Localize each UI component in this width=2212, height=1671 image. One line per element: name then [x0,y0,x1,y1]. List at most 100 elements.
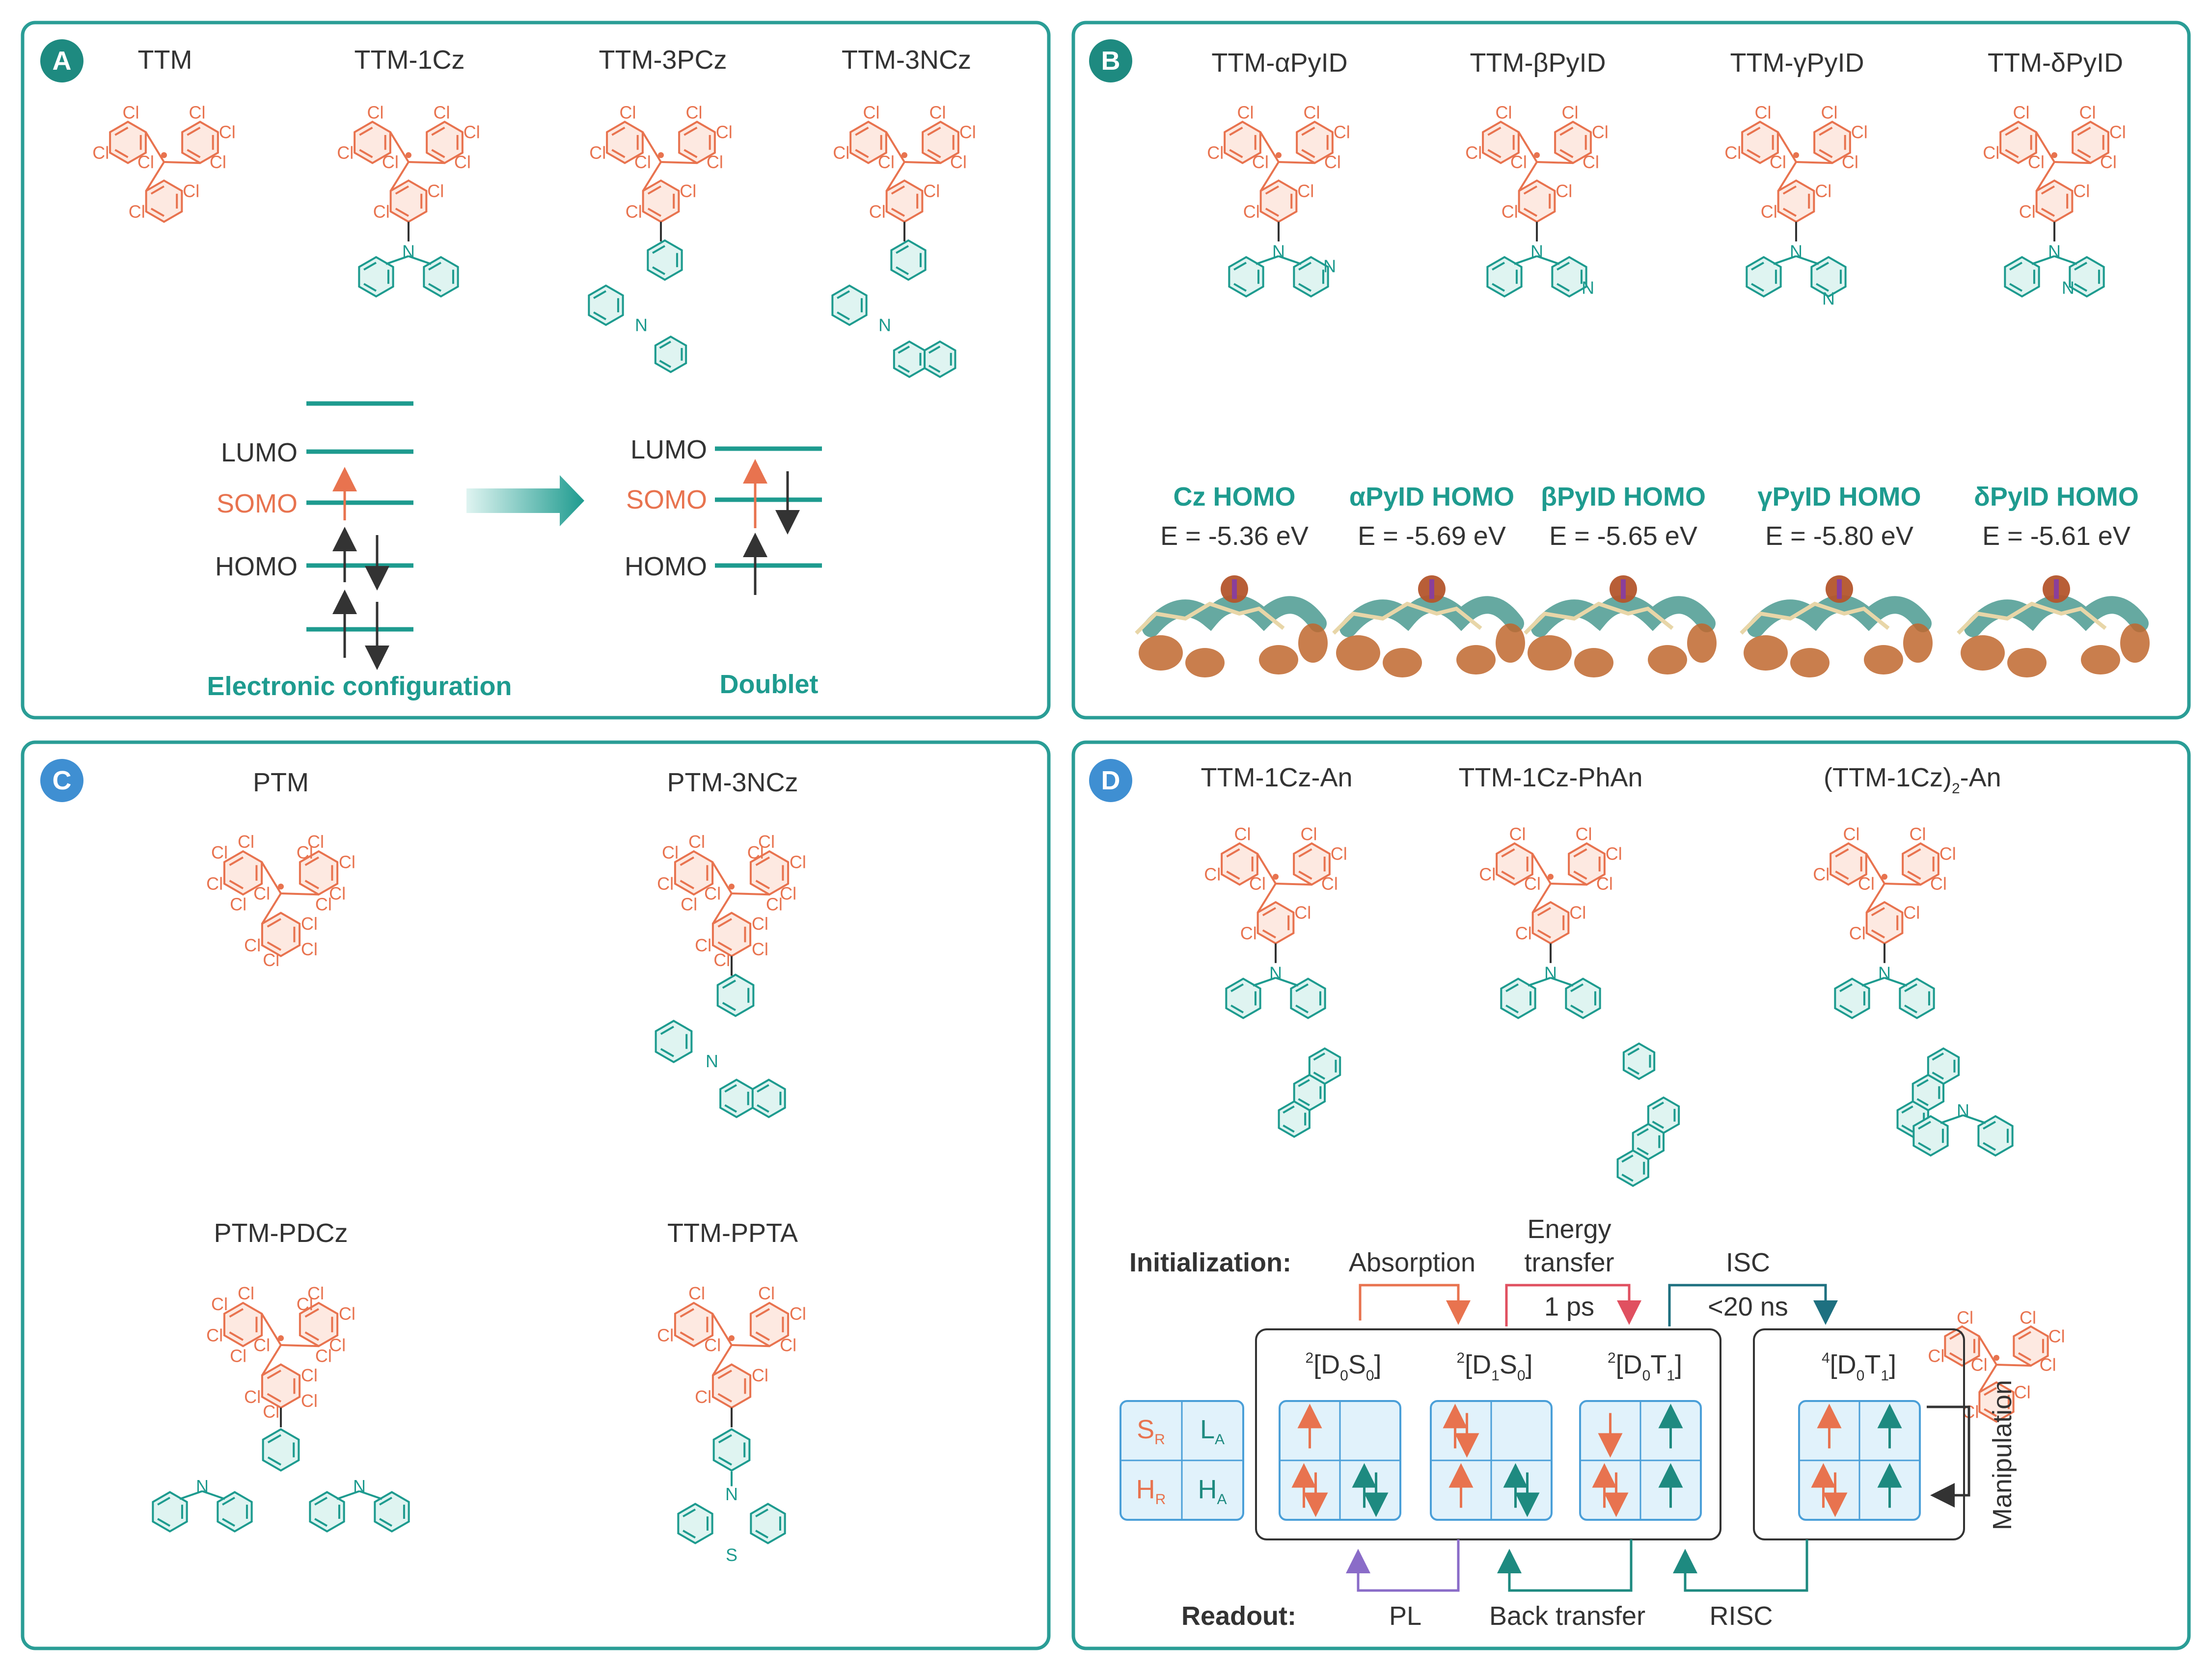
atom-label: Cl [1858,874,1875,894]
double-bond [1233,262,1247,271]
atom-label: Cl [301,1391,318,1411]
bond [1865,883,1885,913]
bond [164,161,200,164]
legend-ha: HA [1198,1475,1227,1508]
double-bond [2077,127,2091,136]
bond [1777,132,1797,163]
homo-lobe-negative [2081,645,2120,674]
double-bond [222,1518,235,1527]
radical-dot [1534,152,1540,158]
double-bond [1537,907,1551,916]
double-bond [755,1331,770,1341]
atom-label: Cl [263,950,279,970]
molecular-skeleton [1135,601,1285,635]
double-bond [267,1456,282,1466]
atom-label: Cl [189,103,206,123]
double-bond [891,185,905,195]
atom-label: Cl [929,103,946,123]
double-bond [1283,1124,1295,1133]
double-bond [1570,1004,1584,1014]
atom-label: N [1822,288,1835,308]
atom-label: Cl [315,894,332,915]
atom-label: Cl [1240,923,1257,943]
atom-label: Cl [1592,122,1609,142]
double-bond [304,856,319,866]
double-bond [1226,848,1240,858]
molecule-name-ttm-gpyid: TTM-γPyID [1730,48,1864,78]
double-bond [1816,283,1829,292]
panel-a-badge [40,39,83,82]
atom-label: Cl [790,852,806,872]
atom-label: Cl [1596,874,1613,894]
double-bond [1901,1124,1913,1133]
atom-label: Cl [1569,902,1586,922]
double-bond [1835,870,1849,880]
atom-label: Cl [238,1283,254,1303]
atom-label: N [402,241,415,261]
atom-label: Cl [766,894,783,915]
atom-label: Cl [297,842,313,862]
atom-label: Cl [716,122,733,142]
double-bond [1932,1072,1944,1080]
homo-lobe-positive [1964,595,2149,637]
double-bond [1907,848,1921,858]
homo-lobe-negative [2007,648,2047,677]
double-bond [150,208,165,217]
panel-b-frame [1071,21,2191,720]
radical-dot [1548,874,1554,880]
bond [711,862,733,894]
bond [1773,255,1797,265]
double-bond [1983,1121,1996,1130]
atom-label: Cl [680,181,696,201]
bond [145,161,165,191]
somo-label-left: SOMO [217,489,298,518]
double-bond [757,1084,769,1093]
double-bond [1501,870,1515,880]
atom-label: Cl [230,894,246,915]
molecular-skeleton [1740,601,1890,635]
double-bond [1621,1173,1634,1182]
atom-label: Cl [92,143,109,163]
bond [731,892,770,896]
bond [2035,132,2055,163]
state-label-d0t1-quartet: 4[D0T1] [1822,1350,1896,1384]
energy-transfer-label-2: transfer [1524,1248,1614,1277]
atom-label: Cl [758,832,775,852]
atom-label: Cl [464,122,480,142]
atom-label: Cl [1724,143,1741,163]
atom-label: Cl [1983,143,1999,163]
atom-label: Cl [686,103,703,123]
homo-lobe-negative [1185,648,1225,677]
bond [1278,255,1302,265]
double-bond [1262,929,1276,939]
homo-lobe-negative [1744,635,1788,671]
double-bond [1751,262,1764,271]
atom-label: N [353,1476,366,1496]
bond [1275,883,1312,886]
bond [1884,976,1908,987]
atom-label: Cl [1957,1308,1973,1328]
bond [2031,255,2055,265]
atom-label: Cl [1562,103,1579,123]
double-bond [652,245,666,254]
double-bond [1916,1079,1929,1087]
double-bond [1230,983,1244,993]
bond [1256,853,1277,885]
lumo-label-right: LUMO [630,435,707,464]
atom-label: Cl [1813,864,1830,885]
atom-label: Cl [790,1304,806,1324]
double-bond [722,1001,737,1011]
panel-d-badge [1089,759,1132,802]
bond [2054,255,2077,265]
atom-label: Cl [1761,201,1777,221]
orbital-energy-gpyid: E = -5.80 eV [1765,521,1913,551]
radical-dot [1273,874,1279,880]
bond [1514,255,1537,265]
bond [642,132,662,163]
atom-label: Cl [634,152,651,172]
molecular-skeleton [1957,601,2107,635]
manipulation-label: Manipulation [1988,1380,2017,1530]
bond [261,892,282,924]
double-bond [1492,283,1505,292]
orbital-energy-dpyid: E = -5.61 eV [1982,521,2130,551]
